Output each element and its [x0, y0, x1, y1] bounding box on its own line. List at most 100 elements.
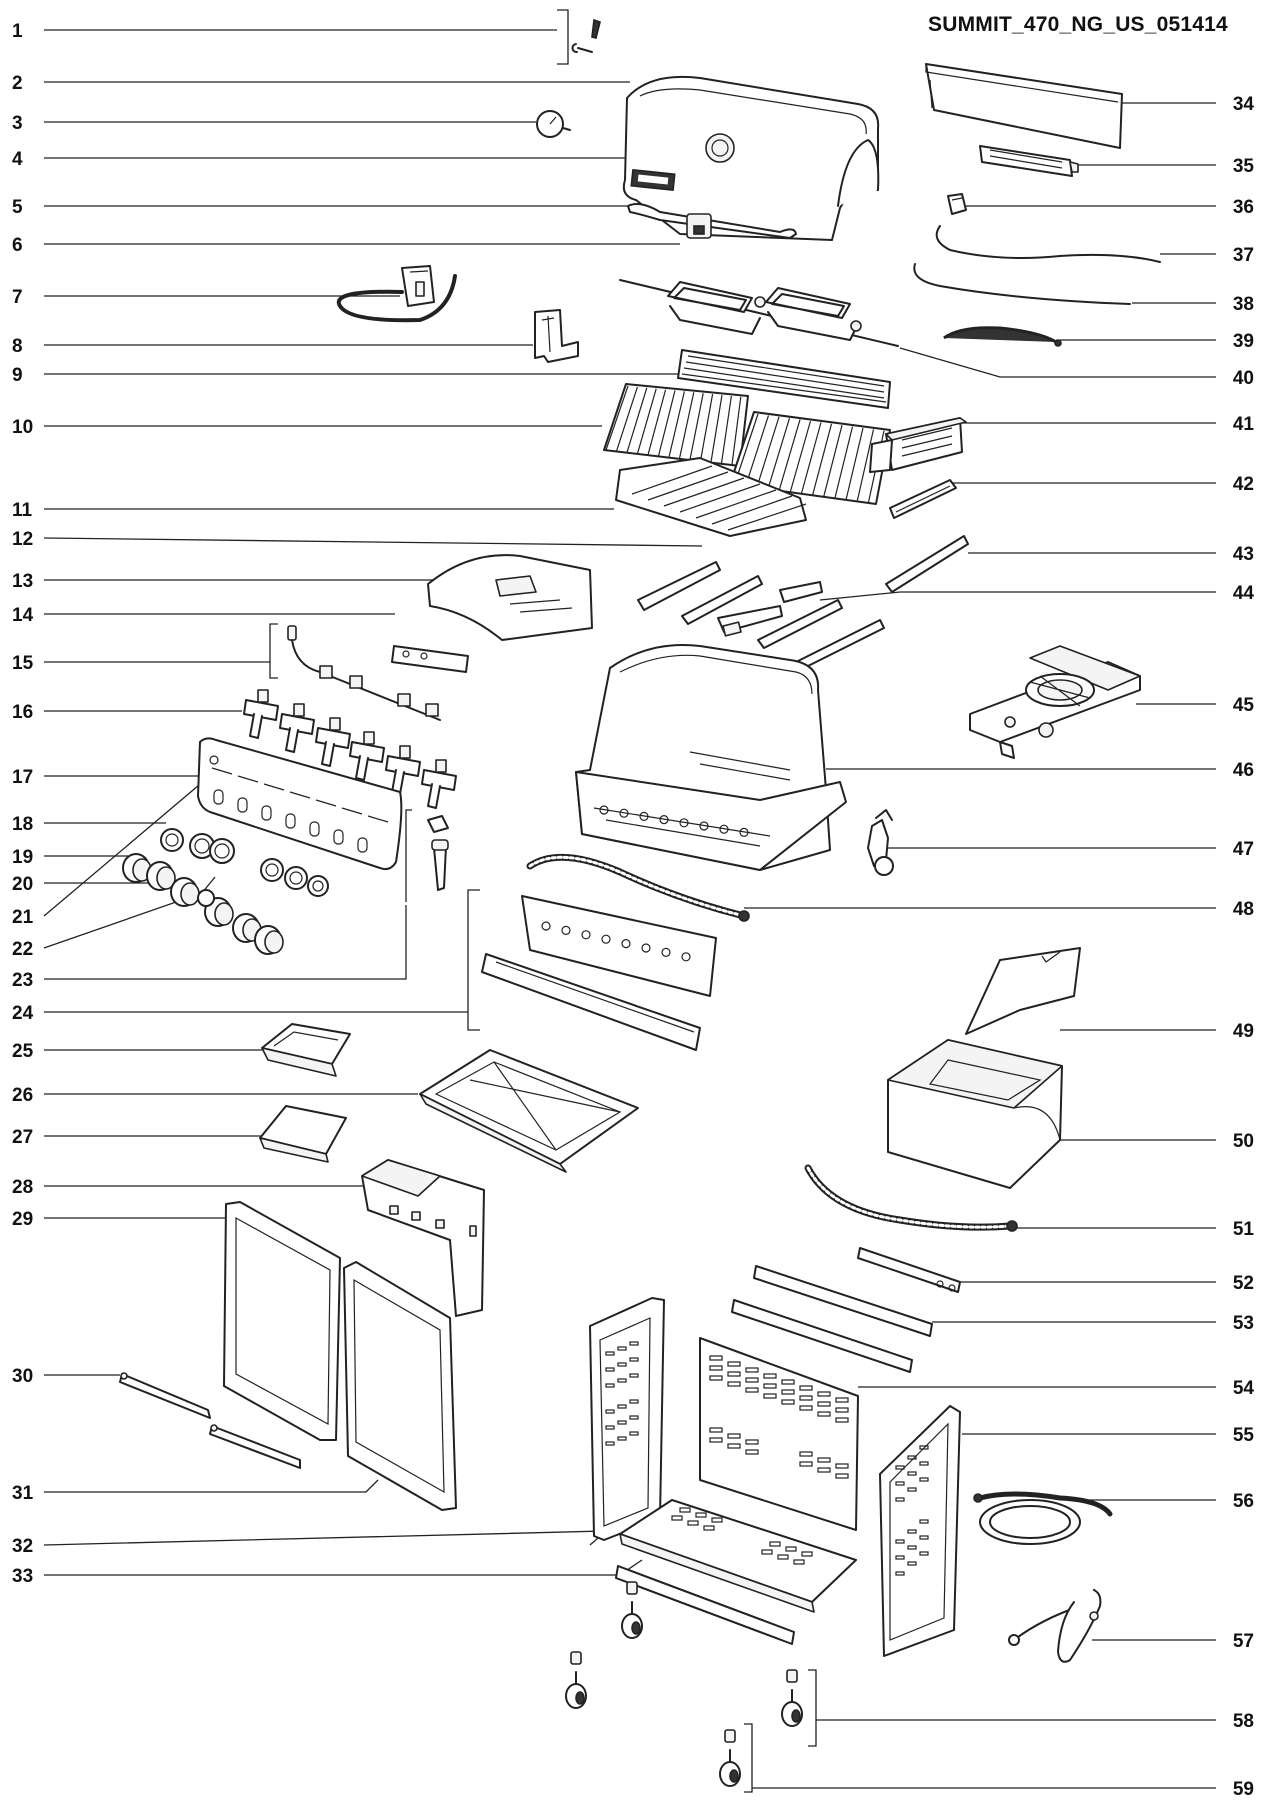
part-side-burner-hose	[804, 1164, 1018, 1232]
part-side-burner-valve	[867, 809, 894, 876]
part-flavorizer-bars	[615, 457, 807, 537]
part-smoker-burner	[979, 145, 1079, 177]
part-screws	[557, 9, 601, 65]
callout-number: 59	[1233, 1779, 1254, 1800]
valve	[243, 689, 279, 739]
callout-number: 19	[12, 847, 33, 868]
callout-number: 3	[12, 113, 23, 134]
control-knob	[232, 913, 262, 943]
bezel-ring	[160, 828, 184, 852]
part-catch-pan	[419, 1049, 639, 1173]
callout-number: 35	[1233, 156, 1255, 177]
callout-number: 14	[12, 605, 34, 626]
callout-number: 24	[12, 1003, 34, 1024]
part-warming-rack	[925, 63, 1123, 149]
callout-number: 2	[12, 73, 23, 94]
part-cap	[947, 193, 967, 215]
callout-number: 9	[12, 365, 23, 386]
control-knob	[170, 877, 200, 907]
callout-number: 26	[12, 1085, 33, 1106]
callout-number: 16	[12, 702, 33, 723]
part-control-panel	[197, 737, 403, 871]
control-knob	[146, 861, 176, 891]
callout-number: 4	[12, 149, 23, 170]
part-doors	[223, 1201, 457, 1511]
callout-number: 33	[12, 1566, 33, 1587]
leader-line	[44, 1559, 643, 1576]
part-manifold-bracket	[391, 645, 469, 673]
callout-number: 49	[1233, 1021, 1254, 1042]
part-side-table	[887, 947, 1081, 1189]
callout-number: 36	[1233, 197, 1254, 218]
callout-number: 47	[1233, 839, 1254, 860]
callout-number: 54	[1233, 1378, 1255, 1399]
part-cookbox	[575, 643, 847, 871]
callout-number: 15	[12, 653, 34, 674]
caster-wheel	[781, 1669, 803, 1727]
caster-wheel	[621, 1581, 643, 1639]
bezel-ring	[209, 838, 235, 864]
part-smoker-box	[869, 417, 967, 473]
leader-line	[819, 591, 1216, 601]
callout-number: 48	[1233, 899, 1254, 920]
caster-wheel	[719, 1729, 741, 1787]
part-ignition-wiring	[269, 623, 441, 721]
part-back-panel	[699, 1337, 859, 1531]
part-disposable-tray	[259, 1105, 347, 1163]
callout-number: 8	[12, 336, 23, 357]
valve	[315, 717, 351, 767]
valve	[279, 703, 315, 753]
callout-number: 34	[1233, 94, 1255, 115]
part-burner-tubes	[637, 535, 969, 671]
part-caster-brackets	[744, 1669, 817, 1793]
part-door-handles	[119, 1372, 301, 1469]
part-control-box	[361, 1159, 485, 1317]
callout-number: 52	[1233, 1273, 1254, 1294]
part-casters	[565, 1581, 803, 1787]
bezel-ring	[307, 875, 329, 897]
callout-number: 13	[12, 571, 33, 592]
leader-line	[899, 347, 1216, 378]
part-frame-rails	[731, 1247, 961, 1373]
part-electrode-wires	[913, 225, 1161, 347]
callout-number: 58	[1233, 1711, 1254, 1732]
part-knobs	[122, 828, 329, 955]
part-igniter-module	[336, 265, 457, 323]
callout-number: 55	[1233, 1425, 1255, 1446]
callout-number: 53	[1233, 1313, 1254, 1334]
callout-number: 17	[12, 767, 33, 788]
callout-number: 23	[12, 970, 33, 991]
callout-number: 10	[12, 417, 33, 438]
valve	[421, 759, 457, 809]
callout-number: 25	[12, 1041, 34, 1062]
callout-number: 20	[12, 874, 33, 895]
part-gas-hose	[526, 853, 750, 922]
callout-number: 5	[12, 197, 23, 218]
callout-number: 12	[12, 529, 33, 550]
callout-number: 46	[1233, 760, 1254, 781]
bezel-ring	[284, 866, 308, 890]
leader-line	[43, 537, 703, 547]
part-burner-valves	[243, 689, 457, 809]
part-drip-tray	[261, 1023, 351, 1077]
callout-number: 56	[1233, 1491, 1254, 1512]
callout-number: 28	[12, 1177, 33, 1198]
callout-number: 22	[12, 939, 33, 960]
part-heat-shields	[467, 889, 717, 1051]
callout-number: 42	[1233, 474, 1254, 495]
callout-number: 45	[1233, 695, 1255, 716]
part-left-frame	[589, 1297, 665, 1541]
callout-number: 30	[12, 1366, 33, 1387]
callout-number: 18	[12, 814, 33, 835]
callout-number: 11	[12, 500, 33, 521]
control-knob	[254, 925, 284, 955]
callout-number: 7	[12, 287, 23, 308]
part-control-cover	[427, 554, 593, 641]
leader-line	[44, 1479, 379, 1493]
model-code-title: SUMMIT_470_NG_US_051414	[928, 13, 1228, 36]
callout-number: 40	[1233, 368, 1254, 389]
part-rotisserie-spit	[619, 279, 899, 347]
leader-line	[43, 1530, 608, 1546]
callout-number: 29	[12, 1209, 33, 1230]
